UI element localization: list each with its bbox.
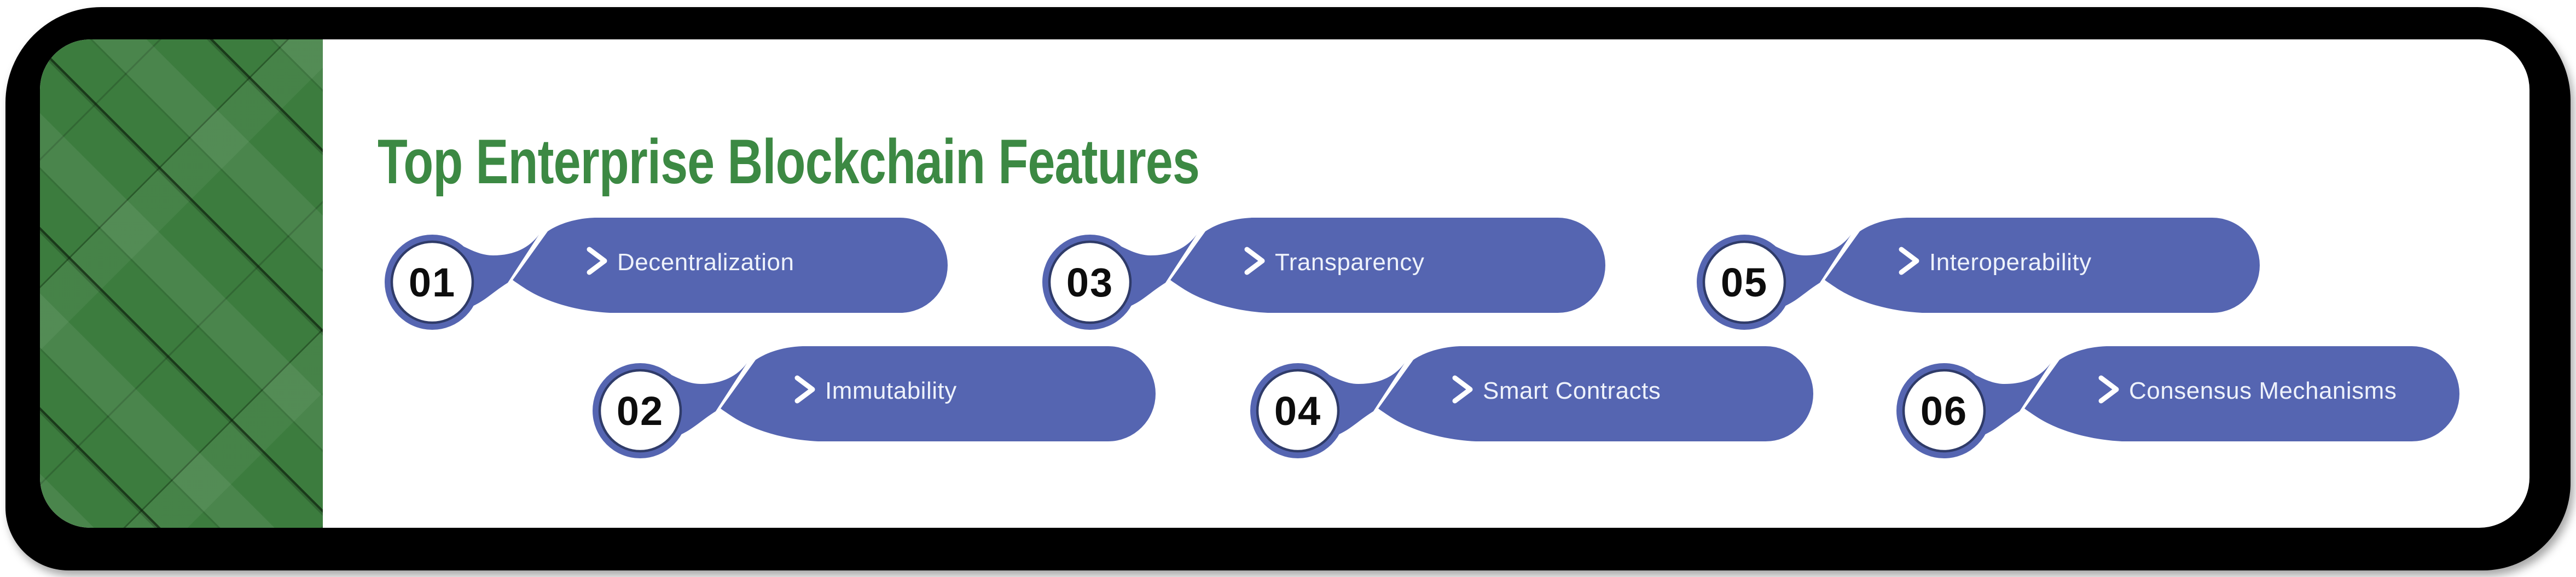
chevron-right-icon [1899, 247, 1919, 275]
feature-item: 03 Transparency [1032, 217, 1610, 337]
chevron-right-icon [587, 247, 607, 275]
item-label: Smart Contracts [1483, 377, 1661, 404]
item-label: Transparency [1275, 249, 1424, 276]
item-number: 01 [409, 260, 456, 305]
item-label: Decentralization [617, 249, 794, 276]
chevron-right-icon [1452, 375, 1473, 404]
item-pill [1378, 346, 1813, 441]
item-number-circle [1048, 240, 1132, 324]
feature-item: 02 Immutability [583, 345, 1160, 465]
green-texture-panel [40, 39, 323, 528]
feature-item: 06 Consensus Mechanisms [1887, 345, 2464, 465]
item-pill [2024, 346, 2459, 441]
item-pill [513, 218, 948, 313]
item-label: Immutability [825, 377, 957, 404]
item-number-circle [1702, 240, 1786, 324]
item-number: 04 [1274, 388, 1321, 434]
feature-item: 05 Interoperability [1687, 217, 2264, 337]
chevron-right-icon [1244, 247, 1265, 275]
item-label: Consensus Mechanisms [2129, 377, 2397, 404]
item-number: 05 [1721, 260, 1768, 305]
item-number-circle [598, 369, 682, 453]
feature-item: 04 Smart Contracts [1240, 345, 1818, 465]
item-number: 03 [1066, 260, 1113, 305]
page-title: Top Enterprise Blockchain Features [378, 127, 1200, 197]
chevron-right-icon [2098, 375, 2119, 404]
item-number: 06 [1921, 388, 1968, 434]
chevron-right-icon [794, 375, 815, 404]
item-number-circle [390, 240, 474, 324]
item-number: 02 [617, 388, 664, 434]
item-pill [1825, 218, 2260, 313]
item-number-circle [1256, 369, 1340, 453]
item-number-circle [1902, 369, 1986, 453]
item-pill [1170, 218, 1605, 313]
item-label: Interoperability [1929, 249, 2092, 276]
feature-item: 01 Decentralization [375, 217, 952, 337]
item-pill [721, 346, 1156, 441]
